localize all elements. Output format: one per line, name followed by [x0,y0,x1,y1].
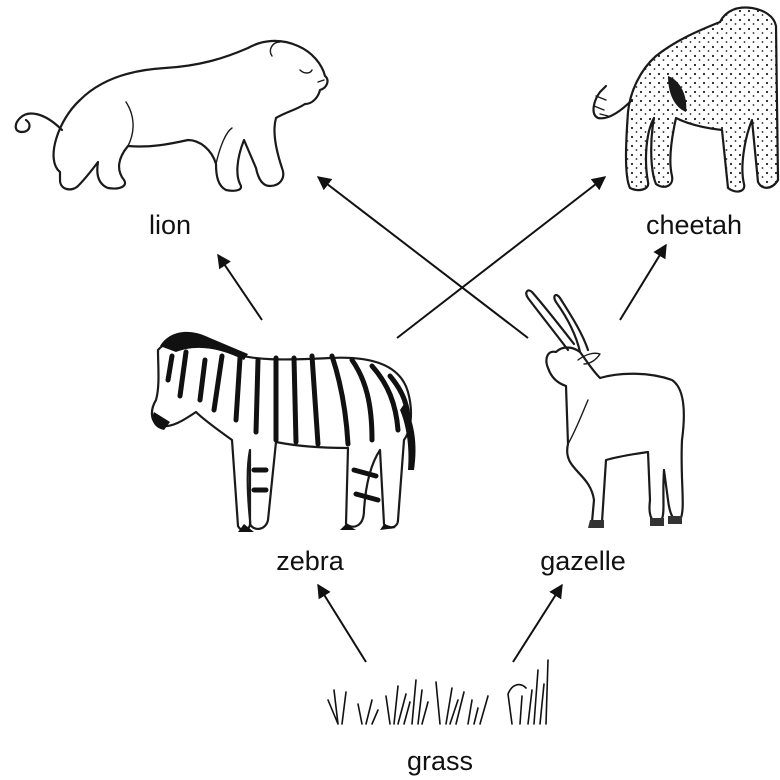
label-cheetah: cheetah [594,210,780,240]
label-gazelle: gazelle [483,546,683,576]
gazelle-illustration [526,290,684,528]
zebra-illustration [152,332,416,532]
arrow-gazelle-to-lion [318,177,528,338]
arrow-gazelle-to-cheetah [620,245,666,320]
label-grass: grass [340,746,540,776]
label-lion: lion [70,210,270,240]
arrow-zebra-to-lion [218,255,262,320]
label-zebra: zebra [210,546,410,576]
arrow-grass-to-gazelle [513,585,562,662]
arrows [218,177,666,662]
arrow-zebra-to-cheetah [397,177,605,338]
arrow-grass-to-zebra [318,585,366,662]
grass-illustration [328,660,548,724]
lion-illustration [16,41,328,191]
cheetah-illustration [594,8,778,192]
